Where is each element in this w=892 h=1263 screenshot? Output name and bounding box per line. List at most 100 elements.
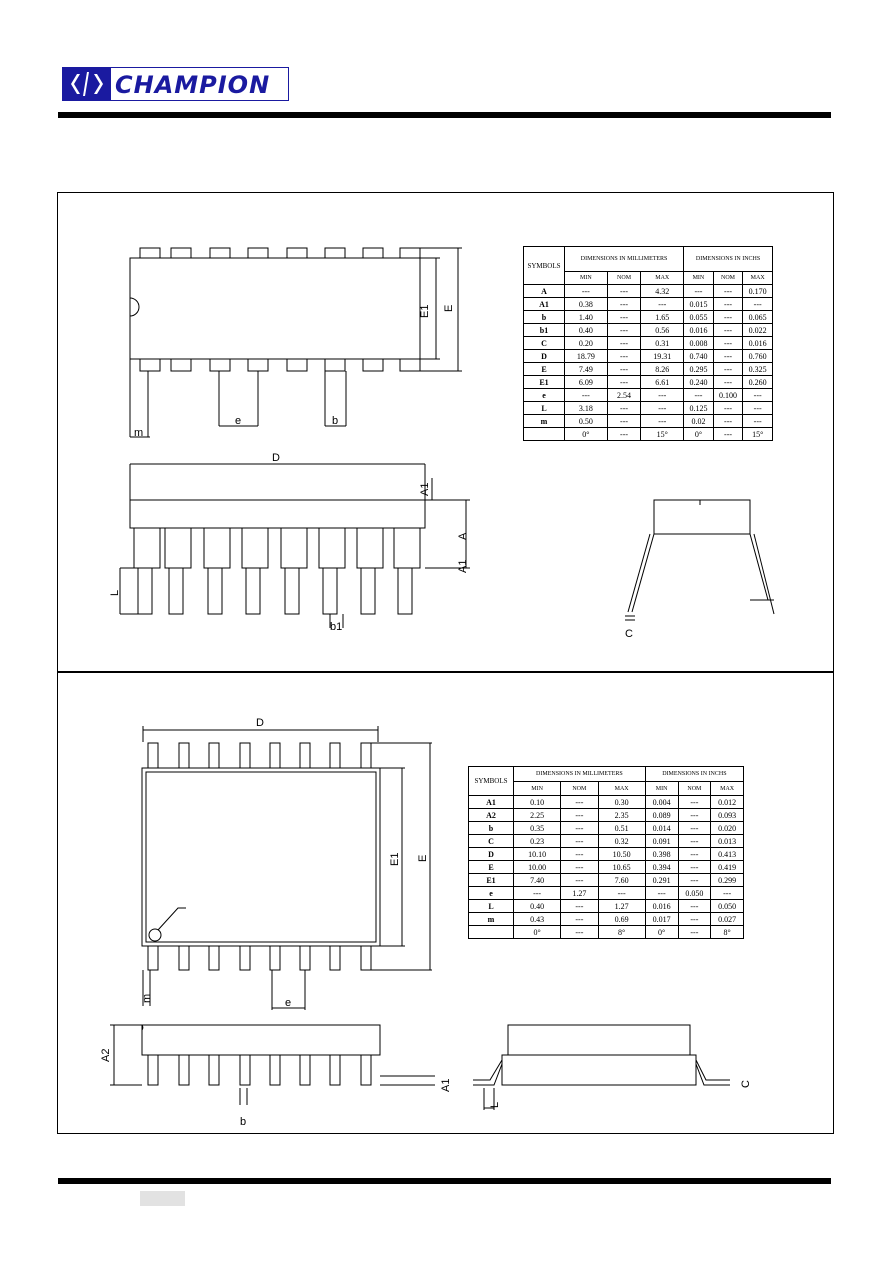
value-cell: --- bbox=[677, 795, 712, 809]
sop-label-a1: A1 bbox=[440, 1079, 452, 1092]
value-cell: 0.413 bbox=[710, 847, 744, 861]
value-cell: 0.089 bbox=[644, 808, 679, 822]
value-cell: --- bbox=[560, 795, 599, 809]
value-cell: 0.093 bbox=[710, 808, 744, 822]
value-cell: 0° bbox=[683, 427, 714, 441]
sop-top-pin bbox=[269, 742, 281, 769]
sop-side-pin bbox=[178, 1054, 190, 1086]
value-cell: --- bbox=[597, 886, 646, 900]
sop-label-m: m bbox=[141, 994, 153, 1003]
footer-page-box bbox=[140, 1191, 185, 1206]
value-cell: --- bbox=[742, 297, 773, 311]
symbol-cell: C bbox=[468, 834, 514, 848]
value-cell: 0.016 bbox=[644, 899, 679, 913]
value-cell: 8° bbox=[710, 925, 744, 939]
logo-arrows-icon bbox=[71, 72, 103, 96]
value-cell: 0.35 bbox=[512, 821, 562, 835]
sop-side-pin bbox=[239, 1054, 251, 1086]
symbol-cell: b bbox=[468, 821, 514, 835]
value-cell: 15° bbox=[640, 427, 685, 441]
value-cell: 8° bbox=[597, 925, 646, 939]
symbol-cell: E bbox=[468, 860, 514, 874]
dip-label-b1: b1 bbox=[330, 621, 342, 633]
sop-dimensions-table: SYMBOLS DIMENSIONS IN MILLIMETERS DIMENS… bbox=[468, 766, 745, 939]
value-cell: 7.40 bbox=[512, 873, 562, 887]
sop-bottom-pin bbox=[329, 945, 341, 971]
value-cell: --- bbox=[560, 925, 599, 939]
dip-side-pin-lead bbox=[397, 567, 413, 615]
value-cell: 10.65 bbox=[597, 860, 646, 874]
dip-top-pin bbox=[209, 247, 231, 259]
value-cell: 10.10 bbox=[512, 847, 562, 861]
dip-top-pin bbox=[286, 247, 308, 259]
dip-bottom-pin bbox=[170, 358, 192, 372]
symbol-cell: A1 bbox=[468, 795, 514, 809]
value-cell: 0.30 bbox=[597, 795, 646, 809]
value-cell: --- bbox=[677, 834, 712, 848]
dip-label-b: b bbox=[332, 415, 338, 427]
value-cell: 2.25 bbox=[512, 808, 562, 822]
value-cell: 7.60 bbox=[597, 873, 646, 887]
dip-bottom-pin bbox=[324, 358, 346, 372]
symbols-header: SYMBOLS bbox=[523, 246, 565, 285]
value-cell: 10.00 bbox=[512, 860, 562, 874]
value-cell: --- bbox=[712, 427, 744, 441]
sop-top-pin bbox=[178, 742, 190, 769]
sop-bottom-pin bbox=[269, 945, 281, 971]
sop-package-panel bbox=[57, 672, 834, 1134]
inch-header: DIMENSIONS IN INCHS bbox=[644, 766, 745, 782]
value-cell: --- bbox=[677, 873, 712, 887]
value-cell: 0.091 bbox=[644, 834, 679, 848]
value-cell: 0.69 bbox=[597, 912, 646, 926]
sop-bottom-pin bbox=[239, 945, 251, 971]
sop-top-pin bbox=[299, 742, 311, 769]
sop-bottom-pin bbox=[299, 945, 311, 971]
sop-top-pin bbox=[147, 742, 159, 769]
value-cell: 15° bbox=[742, 427, 773, 441]
sop-label-e: E bbox=[417, 855, 429, 862]
sop-top-pin bbox=[329, 742, 341, 769]
dip-label-d: D bbox=[272, 452, 280, 464]
value-cell: --- bbox=[677, 847, 712, 861]
sop-label-a2: A2 bbox=[100, 1049, 112, 1062]
value-cell: 0.012 bbox=[710, 795, 744, 809]
value-cell: 0° bbox=[512, 925, 562, 939]
dip-bottom-pin bbox=[139, 358, 161, 372]
sop-bottom-pin bbox=[147, 945, 159, 971]
value-cell: 0.10 bbox=[512, 795, 562, 809]
dip-label-a1: A1 bbox=[457, 560, 469, 573]
symbol-cell bbox=[468, 925, 514, 939]
value-cell: --- bbox=[560, 847, 599, 861]
value-cell: 0° bbox=[644, 925, 679, 939]
value-cell: 1.27 bbox=[597, 899, 646, 913]
value-cell: --- bbox=[560, 834, 599, 848]
sub-header-min: MIN bbox=[512, 781, 562, 796]
dip-top-pin bbox=[362, 247, 384, 259]
dip-top-pin bbox=[139, 247, 161, 259]
header-rule bbox=[58, 112, 831, 118]
value-cell: --- bbox=[710, 886, 744, 900]
value-cell: 1.40 bbox=[564, 310, 608, 324]
dip-side-pin-lead bbox=[207, 567, 223, 615]
value-cell: 0.004 bbox=[644, 795, 679, 809]
symbol-cell: e bbox=[468, 886, 514, 900]
value-cell: --- bbox=[677, 808, 712, 822]
value-cell: --- bbox=[644, 886, 679, 900]
sop-side-pin bbox=[360, 1054, 372, 1086]
symbols-header: SYMBOLS bbox=[468, 766, 514, 796]
dip-label-l: L bbox=[109, 590, 121, 596]
value-cell: 0.32 bbox=[597, 834, 646, 848]
value-cell: 0.017 bbox=[644, 912, 679, 926]
sop-bottom-pin bbox=[208, 945, 220, 971]
dip-dimensions-table: SYMBOLS DIMENSIONS IN MILLIMETERS DIMENS… bbox=[523, 246, 773, 441]
symbol-cell: D bbox=[468, 847, 514, 861]
symbol-cell: E1 bbox=[468, 873, 514, 887]
value-cell: 0° bbox=[564, 427, 608, 441]
